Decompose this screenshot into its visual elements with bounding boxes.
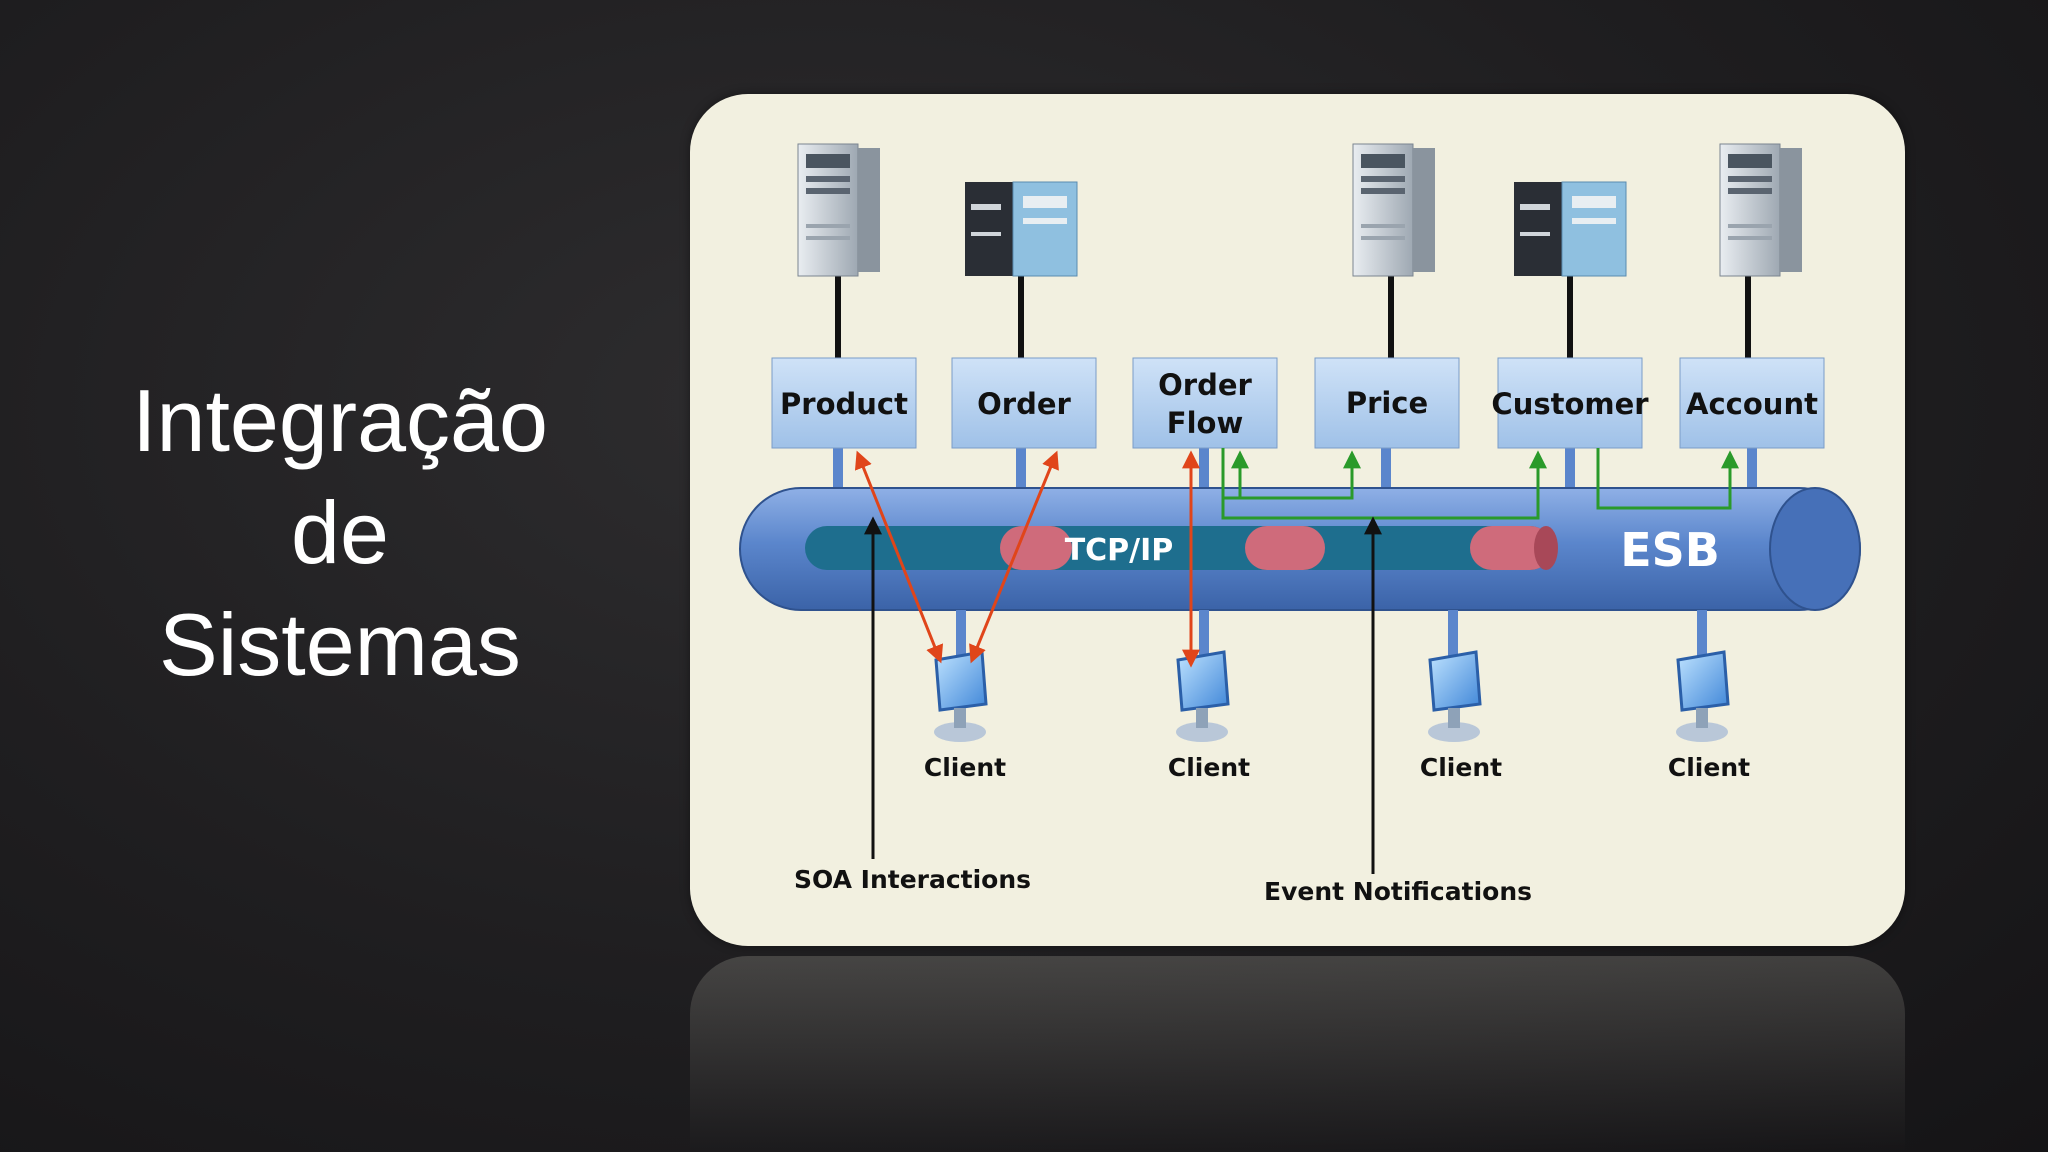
service-label: Customer [1491,387,1649,421]
service-box-order-flow: Order Flow [1132,357,1278,449]
service-box-account: Account [1679,357,1825,449]
service-label: Product [780,387,908,421]
client-icon [1676,650,1730,742]
event-notifications-label: Event Notifications [1264,877,1532,906]
soa-arrows [854,450,1200,668]
label-pointers [864,516,1382,874]
server-connectors [835,274,1751,359]
service-label: Order [977,387,1071,421]
service-box-price: Price [1314,357,1460,449]
service-label: Price [1346,386,1428,420]
service-box-customer: Customer [1491,357,1649,449]
client-label: Client [924,753,1006,782]
server-icon [1352,143,1435,277]
slide-title: Integração de Sistemas [60,365,620,700]
client-label: Client [1168,753,1250,782]
client-label: Client [1668,753,1750,782]
service-box-order: Order [951,357,1097,449]
esb-diagram-svg: TCP/IP ESB Product Order Order Flow Pric… [739,143,1861,906]
server-icon [965,181,1078,277]
server-icon [797,143,880,277]
client-label: Client [1420,753,1502,782]
esb-diagram: TCP/IP ESB Product Order Order Flow Pric… [690,94,1905,946]
soa-interactions-label: SOA Interactions [794,865,1031,894]
title-line: Sistemas [159,594,521,694]
client-icon [934,650,988,742]
title-line: Integração [132,371,548,470]
server-icon [1719,143,1802,277]
diagram-reflection [690,956,1905,1152]
bus-label: ESB [1620,523,1720,577]
service-box-product: Product [771,357,917,449]
protocol-label: TCP/IP [1065,533,1174,568]
client-icon [1176,650,1230,742]
service-label: Order [1158,368,1252,402]
title-line: de [291,482,389,582]
bus-connectors [833,448,1757,489]
server-icon [1514,181,1627,277]
service-label: Account [1686,387,1818,421]
service-label: Flow [1167,406,1243,440]
client-connectors [956,610,1707,659]
client-icon [1428,650,1482,742]
